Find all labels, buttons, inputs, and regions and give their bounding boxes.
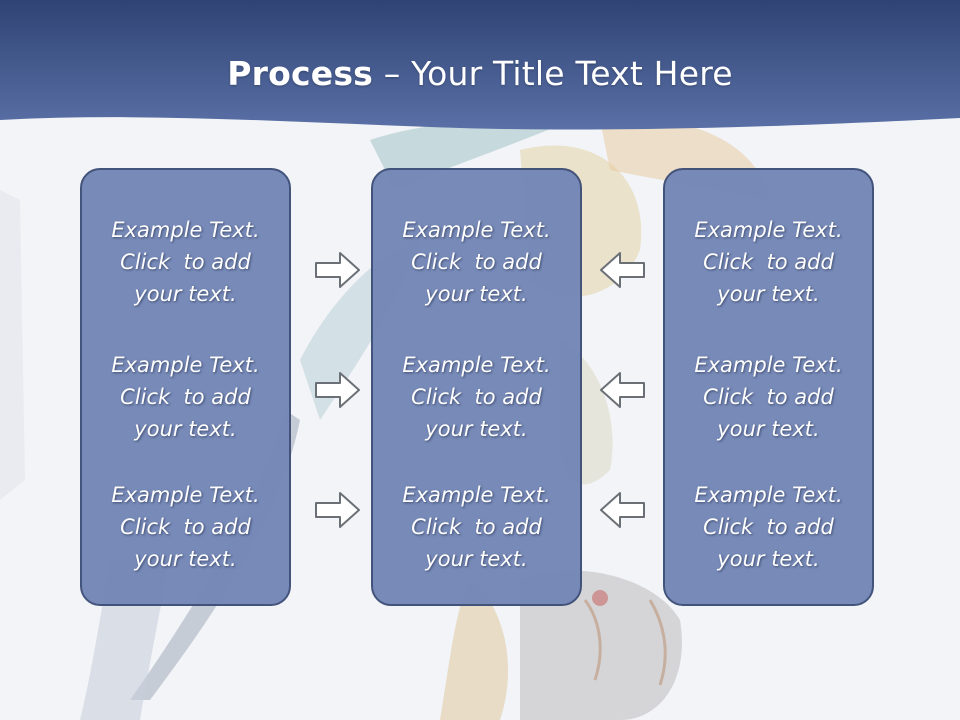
process-box-left[interactable]: Example Text. Click to add your text. Ex… [80,168,291,606]
text-placeholder[interactable]: Example Text. Click to add your text. [402,218,551,306]
text-placeholder[interactable]: Example Text. Click to add your text. [694,353,843,441]
text-placeholder[interactable]: Example Text. Click to add your text. [402,483,551,571]
text-placeholder[interactable]: Example Text. Click to add your text. [402,353,551,441]
left-arrow-icon[interactable] [598,370,646,410]
process-box-center[interactable]: Example Text. Click to add your text. Ex… [371,168,582,606]
text-placeholder[interactable]: Example Text. Click to add your text. [694,483,843,571]
process-box-right[interactable]: Example Text. Click to add your text. Ex… [663,168,874,606]
right-arrow-icon[interactable] [314,490,362,530]
title-bold: Process [227,54,374,93]
title-rest: – Your Title Text Here [373,54,733,93]
right-arrow-icon[interactable] [314,250,362,290]
right-arrow-icon[interactable] [314,370,362,410]
text-placeholder[interactable]: Example Text. Click to add your text. [111,483,260,571]
text-placeholder[interactable]: Example Text. Click to add your text. [111,353,260,441]
slide-title[interactable]: Process – Your Title Text Here [0,54,960,93]
text-placeholder[interactable]: Example Text. Click to add your text. [694,218,843,306]
left-arrow-icon[interactable] [598,250,646,290]
header-banner [0,0,960,130]
text-placeholder[interactable]: Example Text. Click to add your text. [111,218,260,306]
left-arrow-icon[interactable] [598,490,646,530]
